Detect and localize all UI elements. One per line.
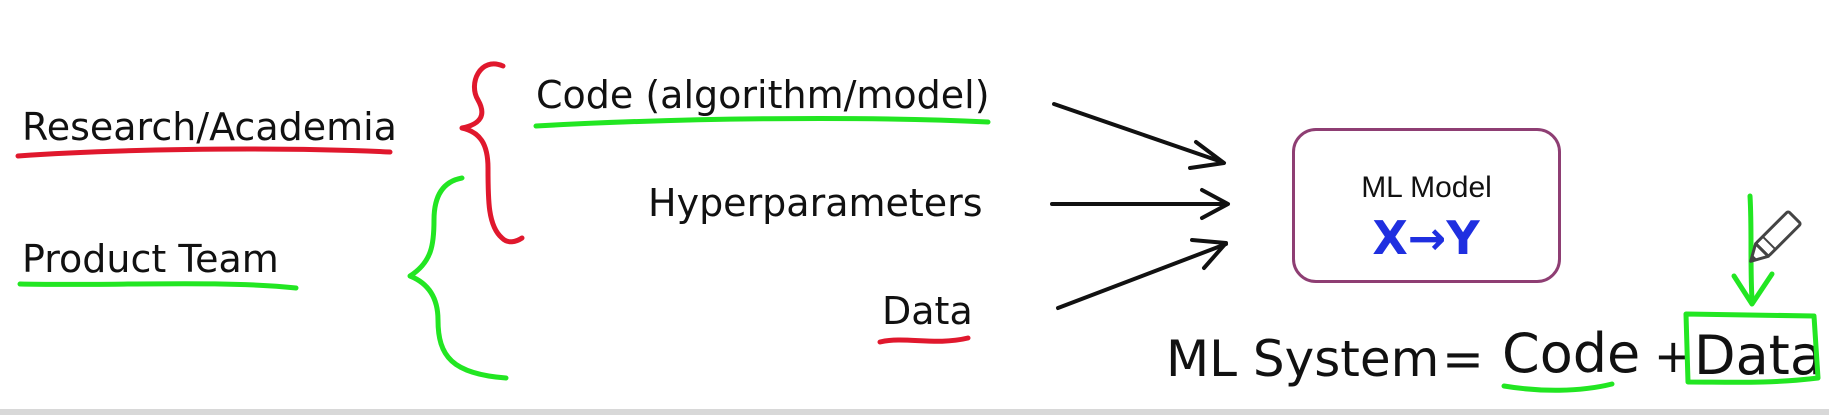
- equation-equals: =: [1442, 330, 1484, 388]
- ml-model-box: ML Model: [1292, 128, 1561, 283]
- bottom-strip: [0, 409, 1829, 415]
- arrow-code-to-model: [1052, 102, 1226, 170]
- label-product-team: Product Team: [22, 237, 279, 281]
- arrow-hyperparameters-to-model: [1050, 188, 1230, 220]
- research-underline: [15, 146, 393, 159]
- data-underline: [877, 335, 971, 345]
- ml-model-title: ML Model: [1361, 171, 1492, 204]
- label-research-academia: Research/Academia: [22, 105, 397, 149]
- product-underline: [17, 281, 299, 291]
- green-brace: [407, 175, 509, 381]
- equation-data: Data: [1694, 324, 1823, 387]
- red-brace: [459, 61, 525, 245]
- equation-code-underline: [1501, 381, 1615, 393]
- equation-code: Code: [1502, 322, 1640, 385]
- equation-lhs: ML System: [1166, 330, 1439, 388]
- label-code: Code (algorithm/model): [536, 73, 990, 117]
- pencil-icon: [1749, 210, 1802, 263]
- ml-model-mapping: X→Y: [1372, 211, 1480, 265]
- green-down-arrow: [1731, 193, 1775, 307]
- arrow-data-to-model: [1056, 238, 1228, 310]
- code-underline: [533, 116, 991, 129]
- data-highlight-box: [1683, 311, 1821, 385]
- label-hyperparameters: Hyperparameters: [648, 181, 983, 225]
- label-data: Data: [882, 289, 973, 333]
